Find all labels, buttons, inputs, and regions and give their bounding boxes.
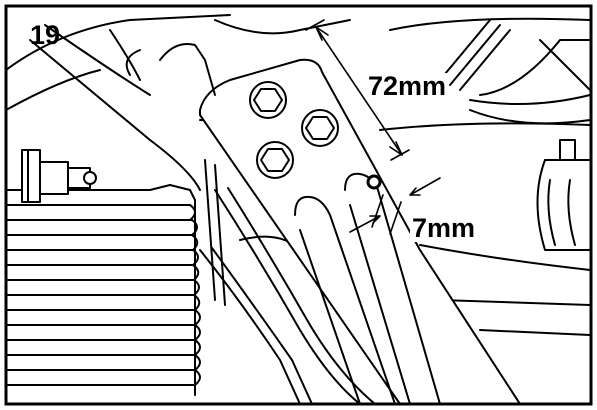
chassis-lines <box>199 119 591 336</box>
width-dimension-label: 7mm <box>410 213 478 243</box>
cylinder-part <box>536 139 591 251</box>
slotted-plate <box>125 43 521 404</box>
connector-plug <box>21 149 97 203</box>
figure-frame <box>4 4 593 406</box>
length-dimension-label: 72mm <box>366 71 449 101</box>
ribbed-housing <box>6 184 201 396</box>
bracket-assembly <box>439 19 591 125</box>
figure-number: 19 <box>30 20 61 50</box>
upper-body-lines <box>6 14 591 191</box>
dimension-lines <box>305 19 441 235</box>
